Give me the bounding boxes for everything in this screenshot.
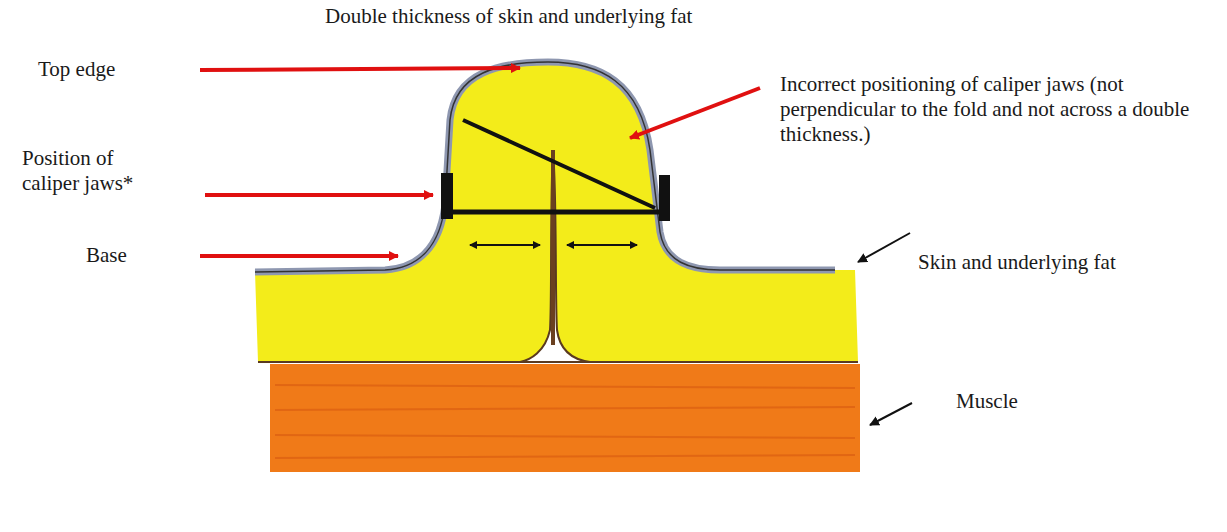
skin [255, 62, 835, 272]
note-label: Incorrect positioning of caliper jaws (n… [780, 72, 1220, 147]
leader-arrow [205, 193, 433, 197]
leader-arrow [200, 254, 398, 258]
muscle-layer [270, 364, 860, 472]
leader-arrow [870, 403, 912, 425]
part-label: Top edge [38, 57, 188, 82]
thickness-arrow [567, 244, 637, 246]
part-label: Base [86, 243, 186, 268]
caliper-jaws [450, 210, 665, 215]
part-label: Skin and underlying fat [918, 250, 1218, 275]
fold-seam [520, 150, 590, 362]
fat-layer [255, 62, 858, 362]
incorrect-caliper-line [463, 120, 655, 208]
leader-arrow [630, 88, 760, 138]
part-label: Position of caliper jaws* [22, 146, 172, 196]
leader-arrow [200, 68, 520, 70]
part-label: Muscle [956, 389, 1106, 414]
leader-arrow [858, 233, 910, 262]
thickness-arrow [470, 244, 540, 246]
title-note: Double thickness of skin and underlying … [325, 4, 885, 29]
